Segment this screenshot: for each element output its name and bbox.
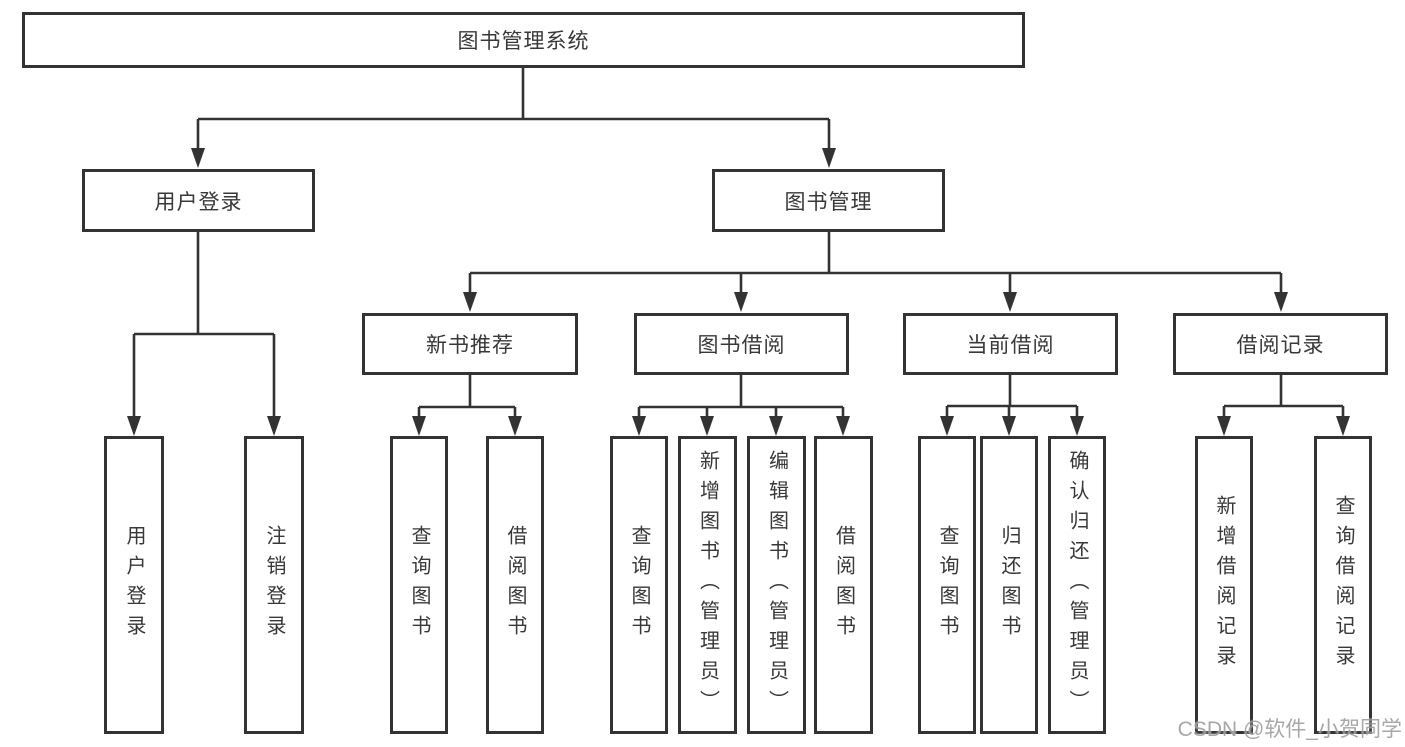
node-current-borrow: 当前借阅 xyxy=(903,313,1118,375)
node-user-login-branch-label: 用户登录 xyxy=(154,190,243,214)
leaf-confirm-return-admin-label: 确认归还（管理员） xyxy=(1066,450,1088,720)
leaf-return-book: 归还图书 xyxy=(980,436,1038,734)
arrowheads xyxy=(127,148,1350,436)
node-new-book-recommend-label: 新书推荐 xyxy=(426,334,514,357)
leaf-add-borrow-record-label: 新增借阅记录 xyxy=(1213,495,1235,675)
leaf-query-book-recommend-label: 查询图书 xyxy=(408,525,430,645)
watermark-text: CSDN @软件_小贺同学 xyxy=(1177,718,1402,741)
leaf-borrow-book-recommend-label: 借阅图书 xyxy=(504,525,526,645)
leaf-logout-label: 注销登录 xyxy=(263,525,285,645)
leaf-confirm-return-admin: 确认归还（管理员） xyxy=(1048,436,1106,734)
leaf-borrow-book: 借阅图书 xyxy=(814,436,873,734)
leaf-query-borrow-record-label: 查询借阅记录 xyxy=(1332,495,1354,675)
node-new-book-recommend: 新书推荐 xyxy=(362,313,578,375)
leaf-user-login: 用户登录 xyxy=(104,436,164,734)
leaf-return-book-label: 归还图书 xyxy=(998,525,1020,645)
leaf-add-book-admin-label: 新增图书（管理员） xyxy=(696,450,719,720)
node-root: 图书管理系统 xyxy=(22,12,1025,68)
leaf-borrow-book-recommend: 借阅图书 xyxy=(486,436,544,734)
leaf-query-book-borrow: 查询图书 xyxy=(610,436,668,734)
node-book-borrow-label: 图书借阅 xyxy=(697,334,786,357)
node-current-borrow-label: 当前借阅 xyxy=(966,334,1055,357)
node-borrow-records: 借阅记录 xyxy=(1173,313,1388,375)
leaf-query-book-current-label: 查询图书 xyxy=(936,525,958,645)
leaf-borrow-book-label: 借阅图书 xyxy=(832,525,855,645)
leaf-add-borrow-record: 新增借阅记录 xyxy=(1195,436,1253,734)
leaf-query-book-current: 查询图书 xyxy=(918,436,976,734)
node-book-management-branch-label: 图书管理 xyxy=(784,190,873,214)
node-borrow-records-label: 借阅记录 xyxy=(1236,334,1325,357)
leaf-query-book-recommend: 查询图书 xyxy=(390,436,448,734)
leaf-query-book-borrow-label: 查询图书 xyxy=(628,525,650,645)
leaf-query-borrow-record: 查询借阅记录 xyxy=(1314,436,1372,734)
node-book-borrow: 图书借阅 xyxy=(634,313,849,375)
leaf-edit-book-admin: 编辑图书（管理员） xyxy=(747,436,806,734)
leaf-add-book-admin: 新增图书（管理员） xyxy=(678,436,737,734)
leaf-user-login-label: 用户登录 xyxy=(123,525,145,645)
leaf-edit-book-admin-label: 编辑图书（管理员） xyxy=(765,450,788,720)
node-root-label: 图书管理系统 xyxy=(457,30,590,53)
node-book-management-branch: 图书管理 xyxy=(712,169,945,232)
node-user-login-branch: 用户登录 xyxy=(82,169,315,232)
leaf-logout: 注销登录 xyxy=(244,436,304,734)
